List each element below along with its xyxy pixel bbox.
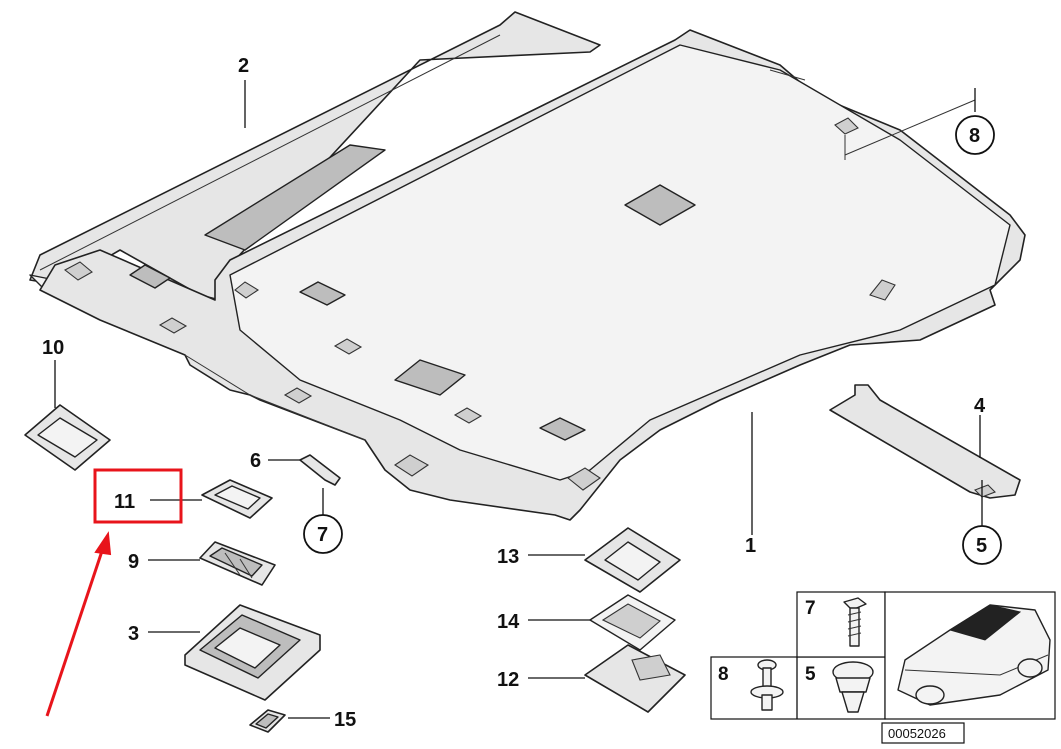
leader-lines [54, 80, 983, 719]
frame-part-14 [589, 594, 676, 651]
callout-4: 4 [974, 395, 986, 417]
inset-label-8: 8 [718, 664, 729, 685]
callout-13: 13 [497, 546, 519, 568]
car-thumbnail [884, 591, 1056, 720]
frame-part-11 [201, 479, 273, 519]
clip-part-15 [249, 709, 286, 733]
fastener-inset: 7 8 5 [710, 591, 886, 720]
red-arrow [45, 531, 112, 717]
frame-part-10 [24, 404, 111, 471]
circled-callout-8: 8 [955, 115, 995, 155]
console-part-3 [184, 604, 321, 701]
trim-part-4 [829, 384, 1021, 499]
callout-11: 11 [114, 491, 135, 513]
callout-15: 15 [334, 709, 356, 731]
inset-label-7: 7 [805, 598, 816, 619]
callout-1: 1 [745, 535, 756, 557]
push-clip-icon [750, 659, 784, 711]
cover-part-12 [584, 644, 686, 713]
diagram-code: 00052026 [888, 726, 946, 741]
svg-text:8: 8 [969, 125, 980, 147]
callout-6: 6 [250, 450, 261, 472]
headliner-part-2 [29, 11, 601, 301]
cover-part-13 [584, 527, 681, 593]
callout-3: 3 [128, 623, 139, 645]
circled-callout-7: 7 [303, 514, 343, 554]
highlight-box-11 [93, 468, 183, 524]
headliner-part-1 [39, 29, 1026, 521]
callout-12: 12 [497, 669, 519, 691]
bracket-part-6 [299, 454, 341, 486]
rivet-icon [832, 661, 874, 713]
callout-2: 2 [238, 55, 249, 77]
circled-callout-5: 5 [962, 525, 1002, 565]
console-part-9 [199, 541, 276, 586]
callout-10: 10 [42, 337, 64, 359]
callout-9: 9 [128, 551, 139, 573]
inset-label-5: 5 [805, 664, 816, 685]
diagram-code-box: 00052026 [881, 722, 965, 744]
callouts: 2 10 11 6 9 3 15 13 14 12 1 4 [42, 55, 986, 731]
svg-text:7: 7 [317, 524, 328, 546]
screw-icon [843, 597, 867, 647]
callout-14: 14 [497, 611, 520, 633]
svg-text:5: 5 [976, 535, 987, 557]
